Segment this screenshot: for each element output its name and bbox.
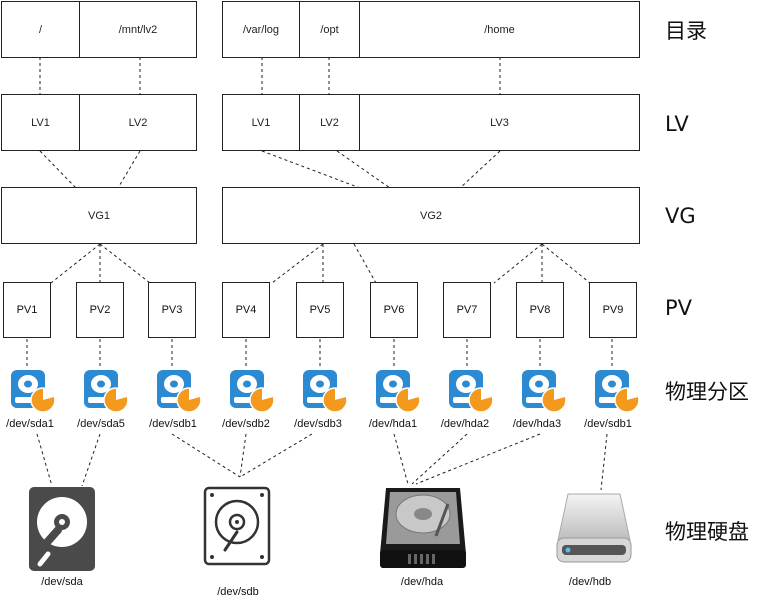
dir-cell[interactable]: /var/log xyxy=(242,23,280,36)
partition-label: /dev/sda1 xyxy=(6,418,54,430)
partition-disk-icon xyxy=(9,366,57,414)
layer-title-dir: 目录 xyxy=(665,19,707,43)
layer-title-vg: VG xyxy=(665,204,696,228)
disk-label: /dev/hdb xyxy=(568,576,612,588)
lv-box-left: LV1 LV2 xyxy=(1,94,197,151)
partition-label: /dev/sdb1 xyxy=(149,418,197,430)
partition-disk-icon xyxy=(301,366,349,414)
dir-cell[interactable]: /opt xyxy=(299,2,359,57)
pv-box[interactable]: PV6 xyxy=(370,282,418,338)
partition-disk-icon xyxy=(593,366,641,414)
layer-title-partition: 物理分区 xyxy=(665,380,749,404)
layer-title-pv: PV xyxy=(665,296,693,320)
partition-disk-icon xyxy=(374,366,422,414)
disk-label: /dev/sdb xyxy=(217,586,259,598)
vg-label: VG1 xyxy=(87,209,110,222)
pv-box[interactable]: PV2 xyxy=(76,282,124,338)
hdd-outline-icon xyxy=(203,486,271,566)
dir-box-right: /var/log /opt /home xyxy=(222,1,640,58)
layer-title-lv: LV xyxy=(665,112,689,136)
lv-cell[interactable]: LV1 xyxy=(31,116,50,129)
partition-disk-icon xyxy=(82,366,130,414)
pv-box[interactable]: PV9 xyxy=(589,282,637,338)
pv-box[interactable]: PV5 xyxy=(296,282,344,338)
lv-box-right: LV1 LV2 LV3 xyxy=(222,94,640,151)
dir-box-left: / /mnt/lv2 xyxy=(1,1,197,58)
lv-cell[interactable]: LV2 xyxy=(79,95,196,150)
dir-cell[interactable]: / xyxy=(38,23,43,36)
pv-box[interactable]: PV7 xyxy=(443,282,491,338)
layer-title-disk: 物理硬盘 xyxy=(665,520,749,544)
pv-box[interactable]: PV1 xyxy=(3,282,51,338)
partition-label: /dev/hda3 xyxy=(512,418,562,430)
partition-label: /dev/hda2 xyxy=(440,418,490,430)
partition-disk-icon xyxy=(520,366,568,414)
partition-label: /dev/sdb3 xyxy=(294,418,342,430)
external-drive-icon xyxy=(556,493,632,563)
dir-cell[interactable]: /mnt/lv2 xyxy=(79,2,196,57)
pv-box[interactable]: PV3 xyxy=(148,282,196,338)
vg-box[interactable]: VG1 xyxy=(1,187,197,244)
partition-disk-icon xyxy=(228,366,276,414)
partition-disk-icon xyxy=(447,366,495,414)
disk-label: /dev/sda xyxy=(41,576,83,588)
partition-label: /dev/sdb2 xyxy=(222,418,270,430)
partition-label: /dev/sdb1 xyxy=(584,418,632,430)
hdd-dark-icon xyxy=(29,487,95,571)
lv-cell[interactable]: LV3 xyxy=(359,95,639,150)
lv-cell[interactable]: LV1 xyxy=(251,116,271,129)
vg-label: VG2 xyxy=(419,209,442,222)
pv-box[interactable]: PV8 xyxy=(516,282,564,338)
hdd-metal-icon xyxy=(380,488,466,568)
lv-cell[interactable]: LV2 xyxy=(299,95,359,150)
dir-cell[interactable]: /home xyxy=(359,2,639,57)
partition-label: /dev/hda1 xyxy=(368,418,418,430)
partition-label: /dev/sda5 xyxy=(77,418,125,430)
pv-box[interactable]: PV4 xyxy=(222,282,270,338)
partition-disk-icon xyxy=(155,366,203,414)
disk-label: /dev/hda xyxy=(400,576,444,588)
vg-box[interactable]: VG2 xyxy=(222,187,640,244)
